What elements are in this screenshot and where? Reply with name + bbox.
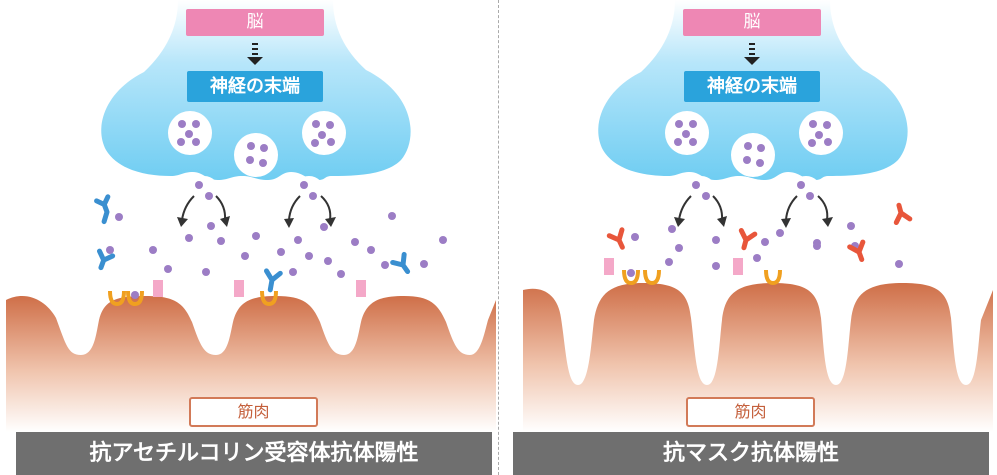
receptor-icon [764,269,782,286]
panel-musk-antibody: 脳 神経の末端 筋肉 抗マスク抗体陽性 [503,0,993,475]
brain-label: 脳 [683,9,821,36]
panel-achr-antibody: 脳 神経の末端 筋肉 抗アセチルコリン受容体抗体陽性 [6,0,496,475]
antibody-icon [94,194,111,225]
release-arrow-icon [678,195,829,221]
receptor-icon [604,258,614,275]
receptor-icon [622,269,640,286]
down-arrow-icon [744,43,760,65]
antibody-icon [390,251,411,275]
antibody-icon [847,239,866,263]
release-arrow-icon [181,195,332,221]
receptor-icon [356,280,366,297]
panel-caption: 抗アセチルコリン受容体抗体陽性 [16,432,492,475]
vesicle-icon [731,133,775,177]
antibody-icon [738,227,758,251]
antibody-icon [893,202,913,226]
panel-caption: 抗マスク抗体陽性 [513,432,989,475]
receptor-icon [643,269,661,286]
receptor-icon [126,290,144,307]
nerve-ending-label: 神経の末端 [187,71,323,102]
acetylcholine-molecules [106,212,447,278]
brain-label: 脳 [186,9,324,36]
vesicle-icon [234,133,278,177]
panel-divider [498,0,499,475]
antibody-icon [263,268,283,293]
receptor-icon [260,290,278,307]
receptor-icon [153,280,163,297]
nerve-ending-label: 神経の末端 [684,71,820,102]
antibody-icon [97,248,116,271]
receptor-icon [733,258,743,275]
receptor-icon [234,280,244,297]
down-arrow-icon [247,43,263,65]
antibody-icon [606,227,625,250]
receptor-icon [108,290,126,307]
muscle-tissue [523,283,993,432]
muscle-label: 筋肉 [686,397,815,427]
synaptic-vesicles [168,111,346,177]
muscle-tissue [6,296,496,432]
acetylcholine-molecules [631,222,903,270]
synaptic-vesicles [665,111,843,177]
muscle-label: 筋肉 [189,397,318,427]
